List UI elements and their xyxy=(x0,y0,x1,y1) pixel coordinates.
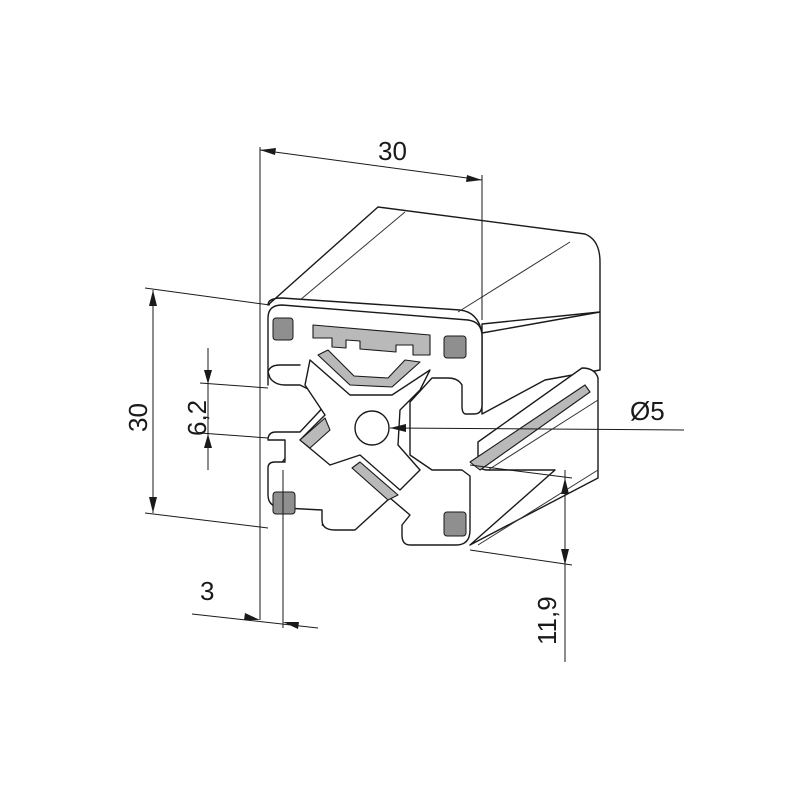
dim-height: 30 xyxy=(123,287,271,529)
dim-width-label: 30 xyxy=(378,136,407,166)
right-rail xyxy=(469,367,599,546)
dim-slot-depth: 11,9 xyxy=(469,464,573,662)
top-face xyxy=(267,206,601,334)
hollow-top-right xyxy=(443,335,467,359)
dim-width: 30 xyxy=(259,136,483,620)
dim-wall-thickness: 3 xyxy=(191,470,319,629)
dim-bore-label: Ø5 xyxy=(630,396,665,426)
dim-slot-opening: 6,2 xyxy=(182,348,269,470)
hollow-bottom-right xyxy=(443,511,467,537)
hollow-top-left xyxy=(272,317,294,341)
dim-slot-opening-label: 6,2 xyxy=(182,400,212,436)
cross-section xyxy=(267,304,483,546)
dim-height-label: 30 xyxy=(123,403,153,432)
dim-slot-depth-label: 11,9 xyxy=(532,596,562,645)
center-bore xyxy=(354,410,390,446)
dim-wall-thickness-label: 3 xyxy=(200,576,214,606)
top-slot xyxy=(312,324,431,356)
hollow-bottom-left xyxy=(272,491,296,515)
dim-bore: Ø5 xyxy=(389,396,685,432)
